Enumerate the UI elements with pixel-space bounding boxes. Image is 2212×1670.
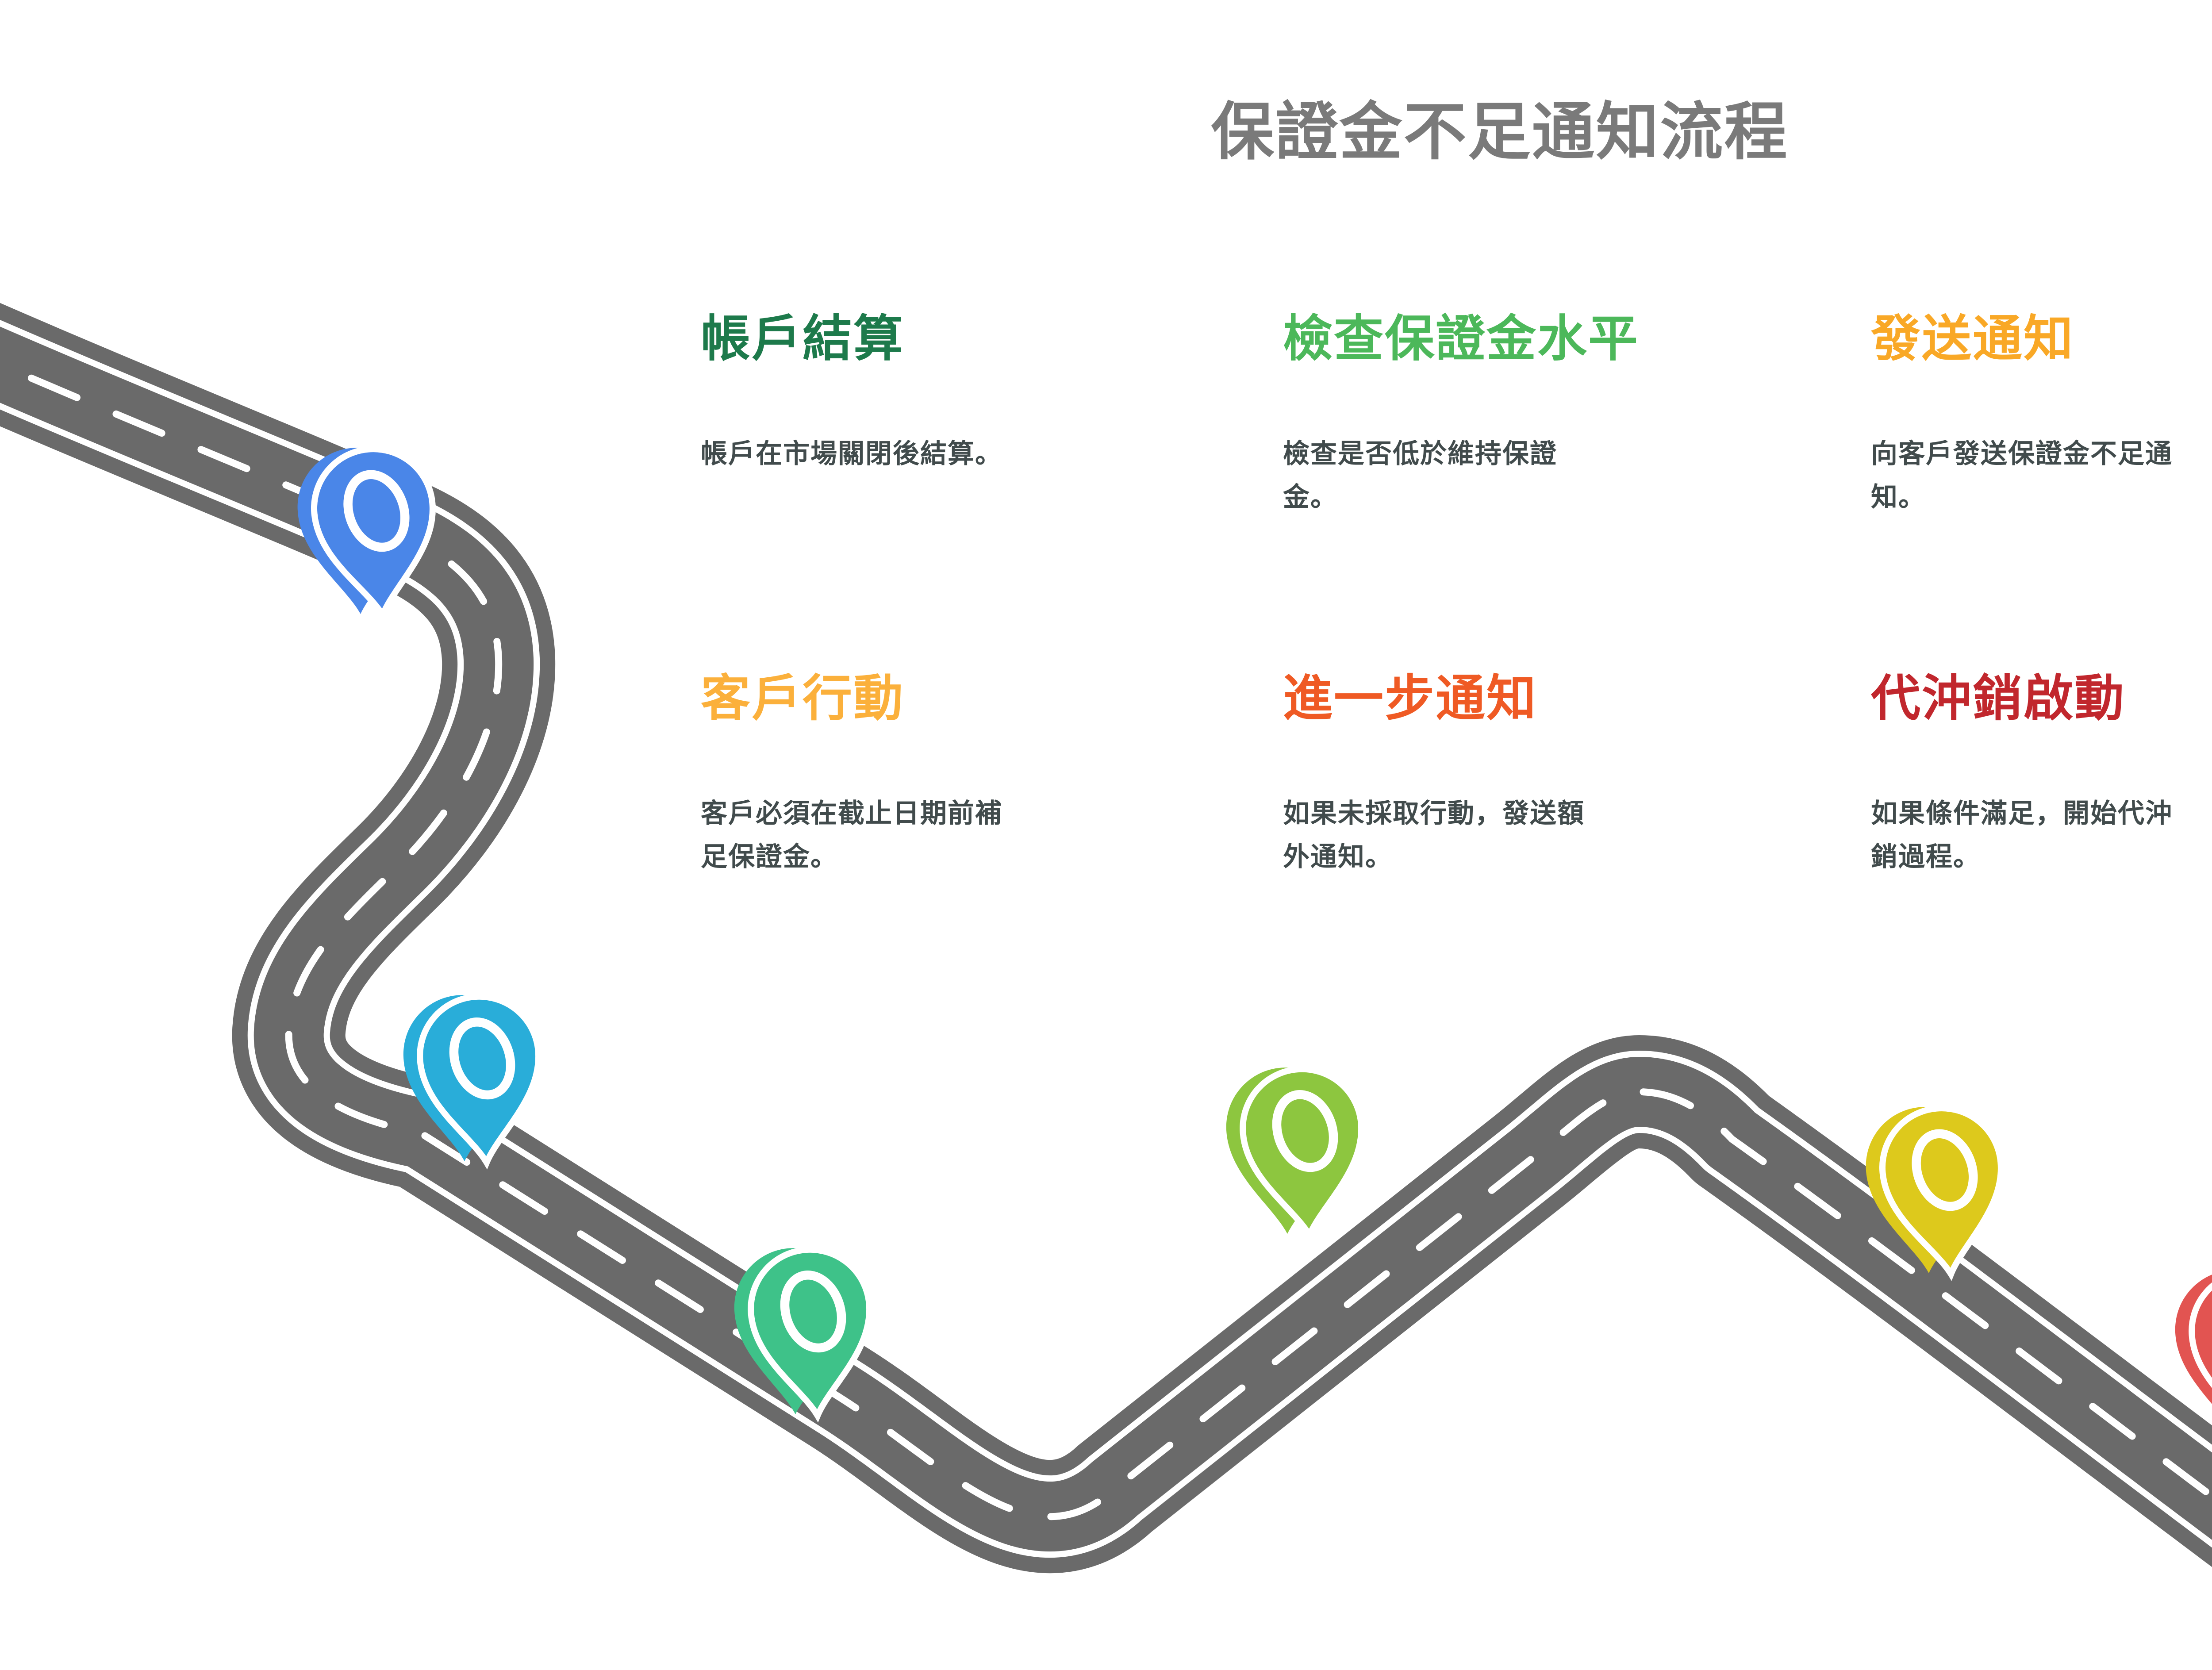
page-title: 保證金不足通知流程 bbox=[1211, 96, 1789, 169]
step-description: 如果條件滿足，開始代沖 銷過程。 bbox=[1871, 798, 2173, 872]
step-description: 客戶必須在截止日期前補 足保證金。 bbox=[701, 798, 1002, 872]
step-further-notification: 進一步通知 如果未採取行動，發送額 外通知。 bbox=[1283, 658, 1655, 879]
step-title: 發送通知 bbox=[1871, 310, 2074, 368]
step-title: 帳戶結算 bbox=[701, 310, 904, 368]
step-description: 向客戶發送保證金不足通 知。 bbox=[1871, 438, 2173, 513]
step-description: 帳戶在市場關閉後結算。 bbox=[701, 438, 1002, 469]
step-title: 進一步通知 bbox=[1283, 670, 1537, 727]
step-check-margin-level: 檢查保證金水平 檢查是否低於維持保證 金。 bbox=[1283, 299, 1655, 519]
step-send-notification: 發送通知 向客戶發送保證金不足通 知。 bbox=[1871, 299, 2212, 519]
step-title: 代沖銷啟動 bbox=[1871, 670, 2125, 727]
step-title: 客戶行動 bbox=[701, 670, 904, 727]
step-description: 如果未採取行動，發送額 外通知。 bbox=[1283, 798, 1585, 872]
step-description: 檢查是否低於維持保證 金。 bbox=[1283, 438, 1557, 513]
step-forced-liquidation: 代沖銷啟動 如果條件滿足，開始代沖 銷過程。 bbox=[1871, 658, 2212, 879]
step-title: 檢查保證金水平 bbox=[1283, 310, 1639, 368]
map-pin-4 bbox=[1217, 1060, 1369, 1241]
step-client-action: 客戶行動 客戶必須在截止日期前補 足保證金。 bbox=[701, 658, 1072, 879]
step-account-settlement: 帳戶結算 帳戶在市場關閉後結算。 bbox=[701, 299, 1072, 476]
